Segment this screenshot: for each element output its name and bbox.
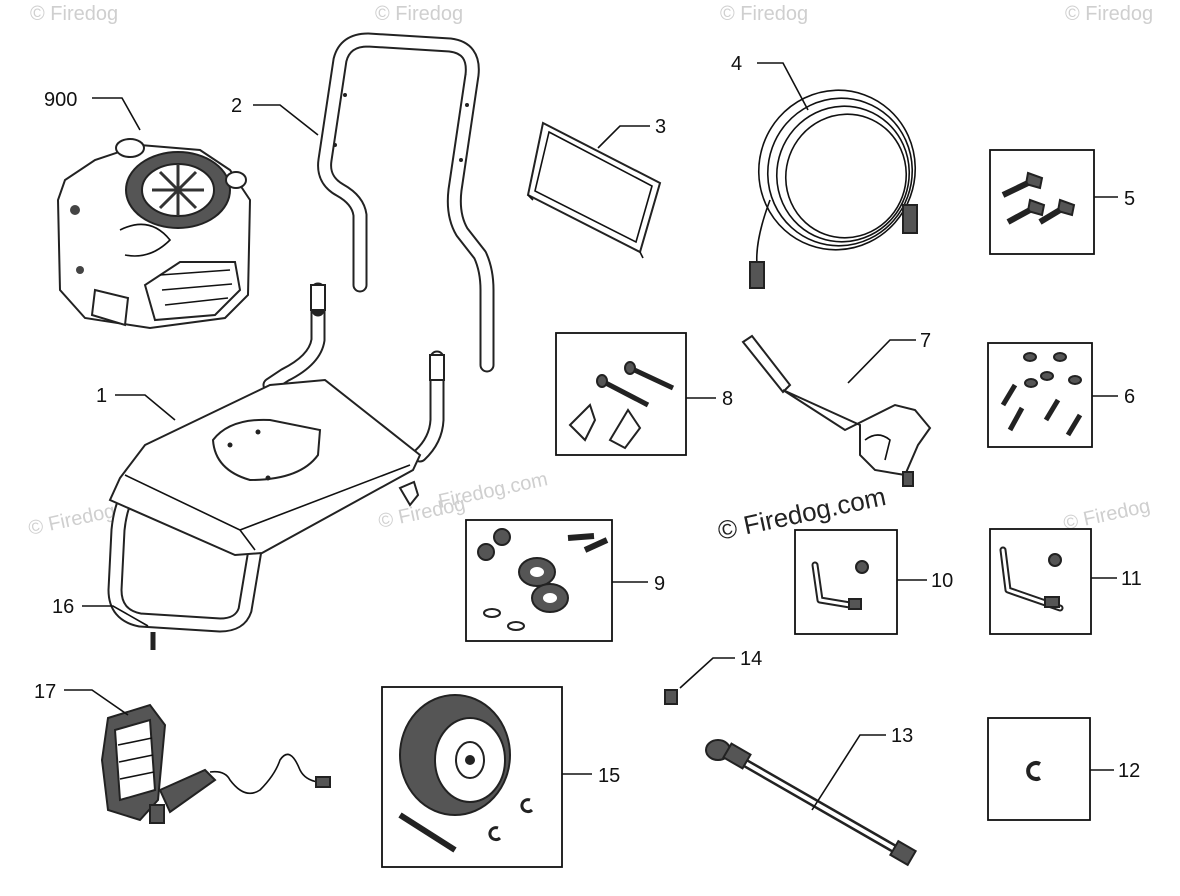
- leader-line: [847, 339, 916, 384]
- watermark: Firedog.com: [436, 468, 549, 513]
- callout-10: 10: [931, 570, 953, 592]
- bracket-illustration: [999, 546, 1064, 612]
- callout-16: 16: [52, 596, 74, 618]
- wheel-hardware-illustration: [477, 528, 609, 631]
- callout-5: 5: [1124, 188, 1135, 210]
- panel-illustration: [526, 121, 662, 259]
- wheel-illustration: [398, 694, 534, 853]
- callout-9: 9: [654, 573, 665, 595]
- watermark: © Firedog: [720, 3, 808, 25]
- watermark: © Firedog: [26, 500, 117, 540]
- watermark: © Firedog: [1065, 3, 1153, 25]
- leader-line: [64, 689, 129, 716]
- callout-12: 12: [1118, 760, 1140, 782]
- pump-illustration: [100, 703, 331, 824]
- callout-900: 900: [44, 89, 77, 111]
- leader-line: [597, 125, 650, 149]
- bolts-box: [989, 149, 1095, 255]
- callout-4: 4: [731, 53, 742, 75]
- leader-line: [679, 657, 735, 689]
- callout-17: 17: [34, 681, 56, 703]
- callout-15: 15: [598, 765, 620, 787]
- screws-washers-box: [987, 342, 1093, 448]
- callout-1: 1: [96, 385, 107, 407]
- callout-2: 2: [231, 95, 242, 117]
- leader-line: [115, 394, 176, 421]
- engine-illustration: [56, 138, 252, 330]
- callout-6: 6: [1124, 386, 1135, 408]
- leader-line: [92, 97, 141, 131]
- callout-3: 3: [655, 116, 666, 138]
- callout-13: 13: [891, 725, 913, 747]
- watermark: © Firedog: [375, 3, 463, 25]
- leader-line: [253, 104, 319, 136]
- callout-8: 8: [722, 388, 733, 410]
- leader-line: [82, 605, 149, 627]
- screws-washers-illustration: [1000, 352, 1083, 437]
- bolts-illustration: [1001, 171, 1076, 225]
- callout-14: 14: [740, 648, 762, 670]
- bracket-box: [794, 529, 898, 635]
- frame-illustration: [107, 282, 445, 633]
- nozzle-illustration: [664, 689, 678, 705]
- bracket-illustration: [811, 560, 869, 610]
- callout-7: 7: [920, 330, 931, 352]
- clip-illustration: [1026, 761, 1041, 781]
- spray-gun-illustration: [741, 334, 932, 487]
- handle-illustration: [317, 32, 495, 373]
- hose-illustration: [749, 89, 918, 289]
- leader-line: [811, 734, 886, 811]
- callout-11: 11: [1121, 568, 1142, 590]
- clip-box: [987, 717, 1091, 821]
- knob-kit-illustration: [568, 361, 675, 450]
- watermark: © Firedog: [30, 3, 118, 25]
- wand-illustration: [705, 739, 918, 867]
- leader-line: [757, 62, 809, 111]
